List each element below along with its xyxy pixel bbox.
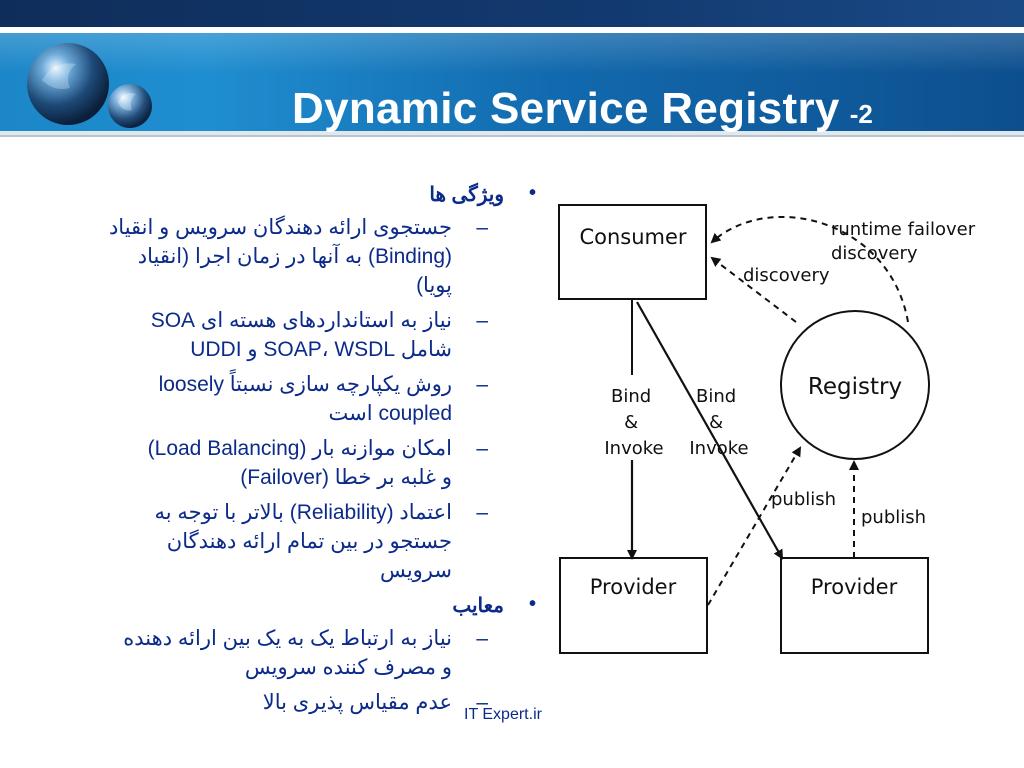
dash-marker: –	[476, 373, 488, 396]
bind-right-word: Bind	[696, 386, 736, 407]
drawback-line: عدم مقیاس پذیری بالا	[262, 691, 452, 714]
bind-arrow-right	[636, 301, 783, 560]
bind-right-amp: &	[709, 412, 723, 433]
feature-item: – جستجوی ارائه دهندگان سرویس و انقیاد (B…	[60, 213, 540, 300]
feature-item: – نیاز به استانداردهای هسته ای SOA شامل …	[60, 306, 540, 364]
feature-item: – اعتماد (Reliability) بالاتر با توجه به…	[60, 498, 540, 585]
feature-line: جستجوی ارائه دهندگان سرویس و انقیاد	[108, 216, 452, 239]
footer-credit: IT Expert.ir	[464, 706, 542, 723]
drawback-item: – نیاز به ارتباط یک به یک بین ارائه دهند…	[60, 624, 540, 682]
slide-title: Dynamic Service Registry -2	[292, 84, 873, 136]
runtime-failover-line-2: discovery	[831, 243, 918, 264]
feature-line: و غلبه بر خطا (Failover)	[240, 466, 452, 489]
dash-marker: –	[476, 437, 488, 460]
provider-left-label: Provider	[590, 575, 677, 599]
publish-right-label: publish	[861, 507, 926, 528]
consumer-box	[558, 204, 707, 300]
slide-title-text: Dynamic Service Registry	[292, 84, 840, 133]
provider-right-box	[780, 557, 929, 654]
bind-left-word: Bind	[611, 386, 651, 407]
header-divider	[0, 131, 1024, 135]
runtime-failover-label: runtime failover discovery	[831, 219, 980, 264]
features-heading: ویژگی ها	[60, 182, 540, 207]
feature-line: امکان موازنه بار (Load Balancing)	[147, 437, 452, 460]
discovery-label: discovery	[743, 265, 830, 286]
feature-item: – روش یکپارچه سازی نسبتاً loosely couple…	[60, 370, 540, 428]
registry-diagram: Consumer Registry Provider Provider Bind…	[558, 204, 980, 654]
dash-marker: –	[476, 309, 488, 332]
header-band	[0, 33, 1024, 131]
text-content: ویژگی ها – جستجوی ارائه دهندگان سرویس و …	[60, 182, 540, 723]
slide-header: Dynamic Service Registry -2	[0, 0, 1024, 150]
globe-logo-icon	[27, 43, 152, 128]
bind-label-right: Bind & Invoke	[689, 386, 748, 459]
runtime-failover-arrow	[710, 215, 909, 323]
feature-line: (Binding) به آنها در زمان اجرا (انقیاد	[137, 245, 452, 268]
feature-line: روش یکپارچه سازی نسبتاً loosely	[158, 373, 452, 396]
drawbacks-heading: معایب	[60, 593, 540, 618]
slide-title-number: -2	[849, 99, 873, 129]
provider-right-label: Provider	[811, 575, 898, 599]
header-gloss	[0, 33, 1024, 73]
provider-left-box	[559, 557, 708, 654]
registry-circle	[780, 310, 930, 460]
consumer-label: Consumer	[579, 225, 686, 249]
bind-left-invoke: Invoke	[604, 438, 663, 459]
header-divider-shadow	[0, 135, 1024, 137]
bind-right-invoke: Invoke	[689, 438, 748, 459]
bind-label-left: Bind & Invoke	[604, 386, 663, 459]
header-top-stripe	[0, 0, 1024, 27]
drawback-item: – عدم مقیاس پذیری بالا	[60, 688, 540, 717]
runtime-failover-line-1: runtime failover	[831, 219, 976, 240]
dash-marker: –	[476, 216, 488, 239]
dash-marker: –	[476, 501, 488, 524]
feature-line: جستجو در بین تمام ارائه دهندگان	[166, 530, 452, 553]
feature-line: اعتماد (Reliability) بالاتر با توجه به	[154, 501, 452, 524]
feature-line: نیاز به استانداردهای هسته ای SOA	[150, 309, 452, 332]
feature-line: coupled است	[328, 402, 452, 425]
feature-item: – امکان موازنه بار (Load Balancing) و غل…	[60, 434, 540, 492]
publish-left-label: publish	[771, 489, 836, 510]
registry-label: Registry	[808, 374, 902, 400]
drawback-line: و مصرف کننده سرویس	[244, 656, 452, 679]
feature-line: پویا)	[416, 274, 452, 297]
bind-left-amp: &	[624, 412, 638, 433]
feature-line: سرویس	[380, 559, 452, 582]
publish-arrow-left	[707, 446, 802, 606]
feature-line: شامل SOAP، WSDL و UDDI	[190, 338, 452, 361]
discovery-arrow	[710, 256, 797, 323]
drawback-line: نیاز به ارتباط یک به یک بین ارائه دهنده	[123, 627, 452, 650]
dash-marker: –	[476, 691, 488, 714]
dash-marker: –	[476, 627, 488, 650]
